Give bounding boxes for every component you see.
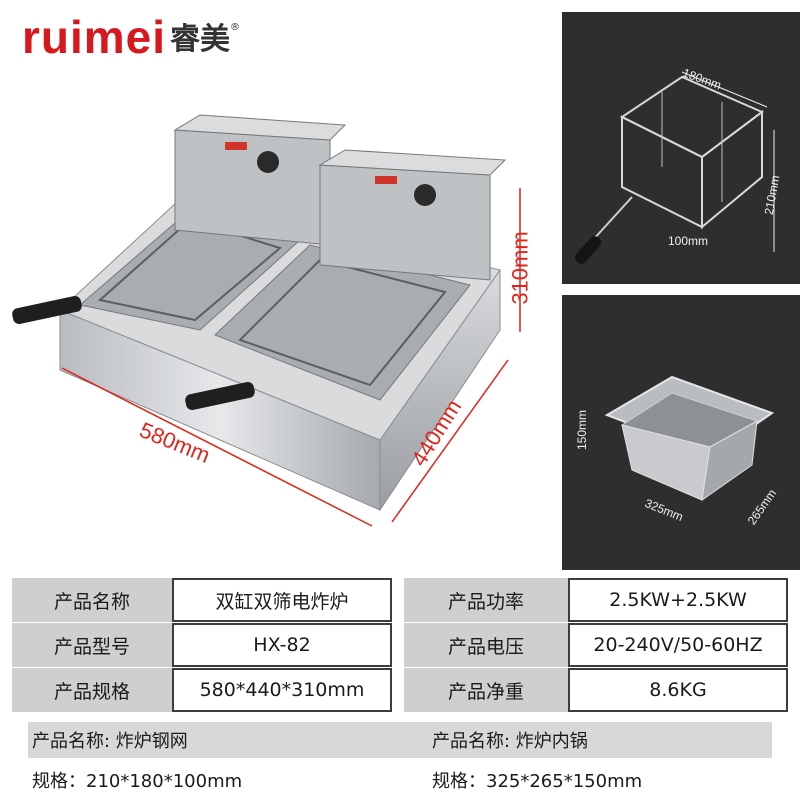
fryer-photo: 580mm 440mm 310mm [0,70,560,570]
spec-value-voltage: 20-240V/50-60HZ [568,623,788,667]
pot-name-text: 产品名称: 炸炉内锅 [432,731,588,752]
brand-name-latin: ruimei [22,11,167,63]
basket-illustration [574,71,775,264]
spec-label-model: 产品型号 [12,623,172,667]
pot-photo-panel: 150mm 325mm 265mm [562,295,800,570]
spec-value-power: 2.5KW+2.5KW [568,578,788,622]
basket-height-label: 100mm [668,234,709,248]
spec-value-weight: 8.6KG [568,668,788,712]
basket-photo-panel: 180mm 210mm 100mm [562,12,800,284]
spec-label-power: 产品功率 [404,578,568,622]
basket-name-text: 产品名称: 炸炉钢网 [32,731,188,752]
pot-illustration [604,375,775,502]
spec-value-name: 双缸双筛电炸炉 [172,578,392,622]
spec-label-name: 产品名称 [12,578,172,622]
height-dimension-label: 310mm [507,231,533,305]
spec-value-model: HX-82 [172,623,392,667]
brand-logo: ruimei 睿美 ® [22,12,240,62]
basket-size-text: 规格：210*180*100mm [32,771,243,792]
accessory-size-bar: 规格：210*180*100mm 规格：325*265*150mm [28,762,772,798]
accessory-name-bar: 产品名称: 炸炉钢网 产品名称: 炸炉内锅 [28,722,772,758]
fryer-illustration [12,114,521,527]
pot-height-label: 150mm [575,409,590,451]
registered-mark: ® [230,22,241,33]
spec-value-size: 580*440*310mm [172,668,392,712]
brand-name-cn: 睿美 [170,22,231,57]
pot-size-text: 规格：325*265*150mm [432,771,643,792]
spec-label-weight: 产品净重 [404,668,568,712]
spec-label-size: 产品规格 [12,668,172,712]
spec-label-voltage: 产品电压 [404,623,568,667]
